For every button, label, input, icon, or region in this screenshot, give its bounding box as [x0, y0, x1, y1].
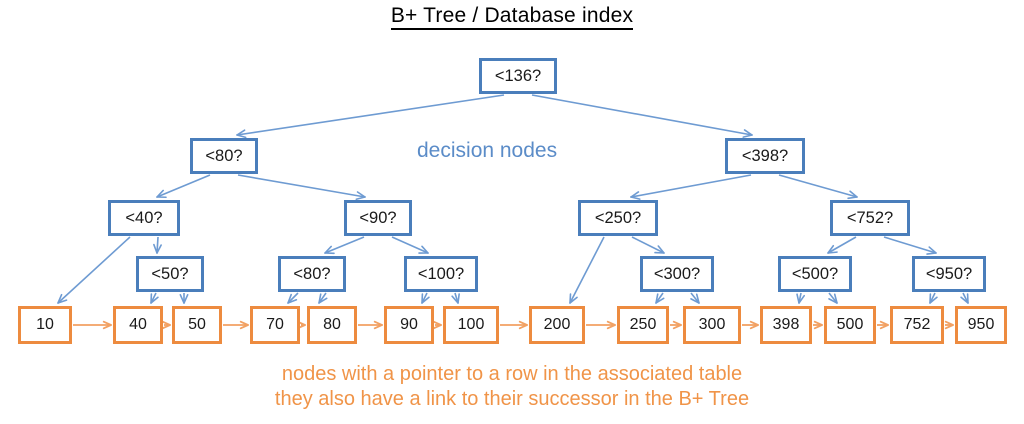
arrowhead-d90-to-d80b: [324, 245, 335, 255]
leaf-node-100[interactable]: 100: [443, 306, 499, 344]
edge-d950-to-l950: [962, 292, 969, 304]
arrowhead-d136-to-d80: [236, 129, 247, 139]
page-title: B+ Tree / Database index: [0, 4, 1024, 30]
arrowhead-d250-to-d300: [654, 245, 665, 254]
leaf-link-arrowhead-l10-to-l40: [102, 320, 112, 330]
leaf-node-90[interactable]: 90: [384, 306, 434, 344]
decision-node-90[interactable]: <90?: [344, 200, 412, 236]
arrowhead-d50-to-l50: [179, 293, 189, 304]
edge-d100-to-l90: [421, 292, 428, 304]
decision-node-80[interactable]: <80?: [278, 256, 346, 292]
leaf-link-arrowhead-l40-to-l50: [161, 320, 171, 330]
edge-d250-to-d300: [631, 236, 665, 254]
leaf-node-398[interactable]: 398: [760, 306, 812, 344]
leaf-node-500[interactable]: 500: [824, 306, 876, 344]
page-title-text: B+ Tree / Database index: [390, 4, 634, 30]
decision-node-80[interactable]: <80?: [190, 138, 258, 174]
arrowhead-d80-to-d40: [156, 189, 167, 199]
decision-node-100[interactable]: <100?: [404, 256, 478, 292]
edge-d752-to-d500: [827, 236, 857, 254]
leaf-link-arrowhead-l500-to-l752: [879, 320, 889, 330]
leaf-node-300[interactable]: 300: [683, 306, 741, 344]
edge-d398-to-d752: [778, 174, 858, 198]
edge-d500-to-l398: [798, 292, 802, 304]
leaf-link-arrowhead-l398-to-l500: [813, 320, 823, 330]
decision-node-500[interactable]: <500?: [778, 256, 852, 292]
arrowhead-d90-to-d100: [418, 245, 429, 254]
edge-d398-to-d250: [630, 174, 752, 198]
arrowhead-d80-to-d90: [355, 191, 366, 201]
edge-d250-to-l200: [569, 236, 605, 304]
edge-d80b-to-l80: [318, 292, 327, 304]
edge-d80b-to-l70: [287, 292, 299, 304]
decision-node-50[interactable]: <50?: [136, 256, 204, 292]
edge-d100-to-l100: [454, 292, 459, 304]
leaf-node-40[interactable]: 40: [113, 306, 163, 344]
leaf-nodes-caption: nodes with a pointer to a row in the ass…: [0, 362, 1024, 412]
edge-d80-to-d40: [156, 174, 211, 198]
leaf-node-80[interactable]: 80: [307, 306, 357, 344]
leaf-node-70[interactable]: 70: [250, 306, 300, 344]
arrowhead-d100-to-l90: [421, 293, 430, 304]
arrowhead-d398-to-d752: [847, 190, 858, 200]
edge-d136-to-d398: [531, 94, 753, 136]
leaf-link-arrowhead-l752-to-l950: [944, 320, 954, 330]
caption-line-1: nodes with a pointer to a row in the ass…: [281, 363, 743, 385]
edge-d300-to-l300: [690, 292, 700, 304]
arrowhead-d500-to-l500: [828, 293, 838, 304]
arrowhead-d40-to-l10: [57, 293, 68, 304]
arrowhead-d40-to-d50: [153, 243, 162, 254]
arrowhead-d250-to-l200: [569, 293, 578, 304]
edge-d300-to-l250: [655, 292, 664, 304]
arrowhead-d136-to-d398: [742, 129, 753, 138]
edge-d90-to-d80b: [324, 236, 365, 254]
arrowhead-d80b-to-l70: [287, 293, 298, 304]
decision-node-398[interactable]: <398?: [725, 138, 805, 174]
decision-nodes-annotation: decision nodes: [417, 139, 558, 162]
edge-d40-to-l10: [57, 236, 131, 304]
decision-node-40[interactable]: <40?: [108, 200, 180, 236]
caption-line-2: they also have a link to their successor…: [274, 388, 750, 410]
leaf-link-arrowhead-l200-to-l250: [606, 320, 616, 330]
arrowhead-d500-to-l398: [796, 293, 806, 304]
leaf-node-50[interactable]: 50: [172, 306, 222, 344]
leaf-link-arrowhead-l80-to-l90: [373, 320, 383, 330]
arrowhead-d950-to-l752: [929, 293, 938, 304]
arrowhead-d300-to-l250: [655, 293, 665, 304]
leaf-node-950[interactable]: 950: [955, 306, 1007, 344]
edge-d40-to-d50: [156, 236, 159, 254]
arrowhead-d50-to-l40: [150, 293, 159, 304]
leaf-link-arrowhead-l90-to-l100: [432, 320, 442, 330]
arrowhead-d300-to-l300: [690, 293, 700, 304]
leaf-node-10[interactable]: 10: [18, 306, 72, 344]
arrowhead-d950-to-l950: [960, 293, 969, 304]
decision-node-950[interactable]: <950?: [912, 256, 986, 292]
edge-d90-to-d100: [391, 236, 429, 254]
edge-d50-to-l40: [150, 292, 157, 304]
leaf-node-752[interactable]: 752: [890, 306, 944, 344]
arrowhead-d100-to-l100: [451, 293, 460, 304]
decision-node-300[interactable]: <300?: [640, 256, 714, 292]
arrowhead-d80b-to-l80: [318, 293, 328, 304]
edge-d136-to-d80: [236, 94, 505, 136]
arrowhead-d752-to-d950: [926, 246, 937, 255]
arrowhead-d752-to-d500: [827, 244, 838, 254]
arrowhead-d398-to-d250: [630, 191, 641, 200]
decision-node-136[interactable]: <136?: [479, 58, 557, 94]
edge-d80-to-d90: [237, 174, 366, 198]
edge-d500-to-l500: [828, 292, 838, 304]
decision-node-250[interactable]: <250?: [578, 200, 658, 236]
decision-node-752[interactable]: <752?: [830, 200, 910, 236]
leaf-node-200[interactable]: 200: [529, 306, 585, 344]
leaf-link-arrowhead-l100-to-l200: [518, 320, 528, 330]
leaf-link-arrowhead-l50-to-l70: [239, 320, 249, 330]
leaf-node-250[interactable]: 250: [617, 306, 669, 344]
leaf-link-arrowhead-l250-to-l300: [672, 320, 682, 330]
leaf-link-arrowhead-l300-to-l398: [749, 320, 759, 330]
edge-d950-to-l752: [929, 292, 936, 304]
edge-d752-to-d950: [883, 236, 937, 254]
